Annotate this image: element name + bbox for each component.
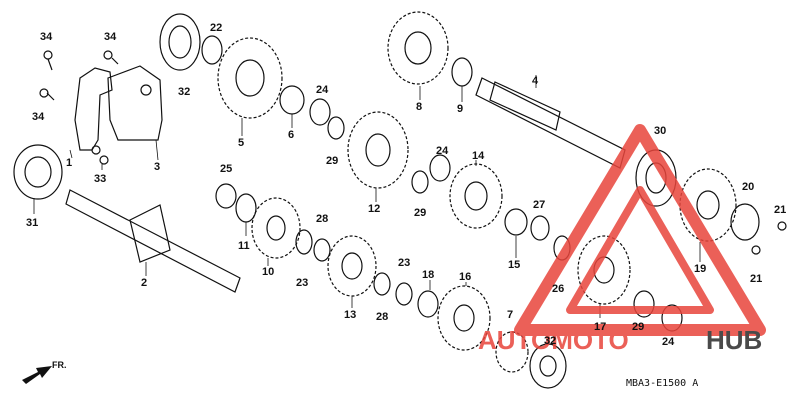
label-part-28-a: 28	[316, 213, 328, 225]
label-part-14: 14	[472, 150, 485, 162]
circlip-23-b	[395, 282, 413, 306]
label-part-17: 17	[594, 321, 606, 333]
label-part-23-a: 23	[296, 277, 308, 289]
label-part-3: 3	[154, 161, 160, 173]
bolt-34-c	[39, 88, 55, 101]
bolt-21-a	[777, 221, 787, 231]
label-part-11: 11	[238, 240, 250, 252]
label-part-9: 9	[457, 103, 463, 115]
label-part-30: 30	[654, 125, 666, 137]
front-direction-arrow: FR.	[22, 360, 67, 384]
countershaft-2	[65, 189, 241, 293]
gear-10	[251, 197, 301, 259]
diagram-code: MBA3-E1500 A	[626, 378, 698, 389]
washer-25	[215, 183, 237, 209]
bolt-34-b	[103, 50, 119, 65]
label-part-12: 12	[368, 203, 380, 215]
part-labels: 1 2 3 4 5 6 7 8 9 10 11 12 13 14 15 16 1…	[26, 22, 786, 348]
bearing-31	[13, 144, 63, 200]
gear-8	[387, 11, 449, 85]
label-part-31: 31	[26, 217, 38, 229]
label-part-29-b: 29	[414, 207, 426, 219]
gear-13	[327, 235, 377, 297]
watermark-logo: AUTOMOTO HUB	[478, 124, 766, 355]
bracket-assembly	[74, 65, 163, 155]
label-part-21-b: 21	[750, 273, 762, 285]
label-part-21-a: 21	[774, 204, 786, 216]
label-part-15: 15	[508, 259, 520, 271]
plate-20	[730, 203, 760, 241]
needle-bearing-11	[235, 193, 257, 223]
label-part-2: 2	[141, 277, 147, 289]
washer-24-top	[309, 98, 331, 126]
circlip-29-mid	[411, 170, 429, 194]
label-part-32-b: 32	[544, 335, 556, 347]
watermark-brand-right: HUB	[706, 325, 762, 355]
washer-24-mid	[429, 154, 451, 182]
gear-14	[449, 163, 503, 229]
needle-bearing-18	[417, 290, 439, 318]
label-part-13: 13	[344, 309, 356, 321]
gear-5	[217, 37, 283, 119]
washer-28-b	[373, 272, 391, 296]
direction-label: FR.	[52, 360, 67, 370]
label-part-29-c: 29	[632, 321, 644, 333]
washer-27	[530, 215, 550, 241]
label-part-5: 5	[238, 137, 244, 149]
label-part-24-a: 24	[316, 84, 329, 96]
washer-29-low	[633, 290, 655, 318]
bolt-21-b	[751, 245, 761, 255]
label-part-10: 10	[262, 266, 274, 278]
label-part-23-b: 23	[398, 257, 410, 269]
bolt-34-a	[43, 50, 53, 71]
bearing-32-bottom	[529, 343, 567, 389]
bearing-32-top	[159, 13, 201, 71]
washer-33	[99, 155, 109, 165]
label-part-32-a: 32	[178, 86, 190, 98]
label-part-29-a: 29	[326, 155, 338, 167]
gear-7	[495, 331, 529, 373]
label-part-18: 18	[422, 269, 434, 281]
label-part-34-b: 34	[104, 31, 117, 43]
circlip-23-a	[295, 229, 313, 255]
label-part-28-b: 28	[376, 311, 388, 323]
gear-16	[437, 285, 491, 351]
needle-bearing-15	[504, 208, 528, 236]
mainshaft-4	[475, 77, 626, 169]
label-part-34-c: 34	[32, 111, 45, 123]
washer-28-a	[313, 238, 331, 262]
label-part-16: 16	[459, 271, 471, 283]
leader-lines	[33, 75, 701, 318]
label-part-8: 8	[416, 101, 422, 113]
label-part-27: 27	[533, 199, 545, 211]
label-part-26: 26	[552, 283, 564, 295]
washer-22	[201, 35, 223, 65]
label-part-25: 25	[220, 163, 232, 175]
circlip-29-top	[327, 116, 345, 140]
label-part-19: 19	[694, 263, 706, 275]
needle-bearing-6	[279, 85, 305, 115]
label-part-22: 22	[210, 22, 222, 34]
label-part-24-b: 24	[436, 145, 449, 157]
label-part-20: 20	[742, 181, 754, 193]
label-part-24-c: 24	[662, 336, 675, 348]
label-part-4: 4	[532, 75, 539, 87]
gear-12	[347, 111, 409, 189]
label-part-33: 33	[94, 173, 106, 185]
label-part-6: 6	[288, 129, 294, 141]
label-part-1: 1	[66, 157, 72, 169]
label-part-7: 7	[507, 309, 513, 321]
watermark-brand-left: AUTOMOTO	[478, 325, 629, 355]
label-part-34-a: 34	[40, 31, 53, 43]
collar-9	[451, 57, 473, 87]
